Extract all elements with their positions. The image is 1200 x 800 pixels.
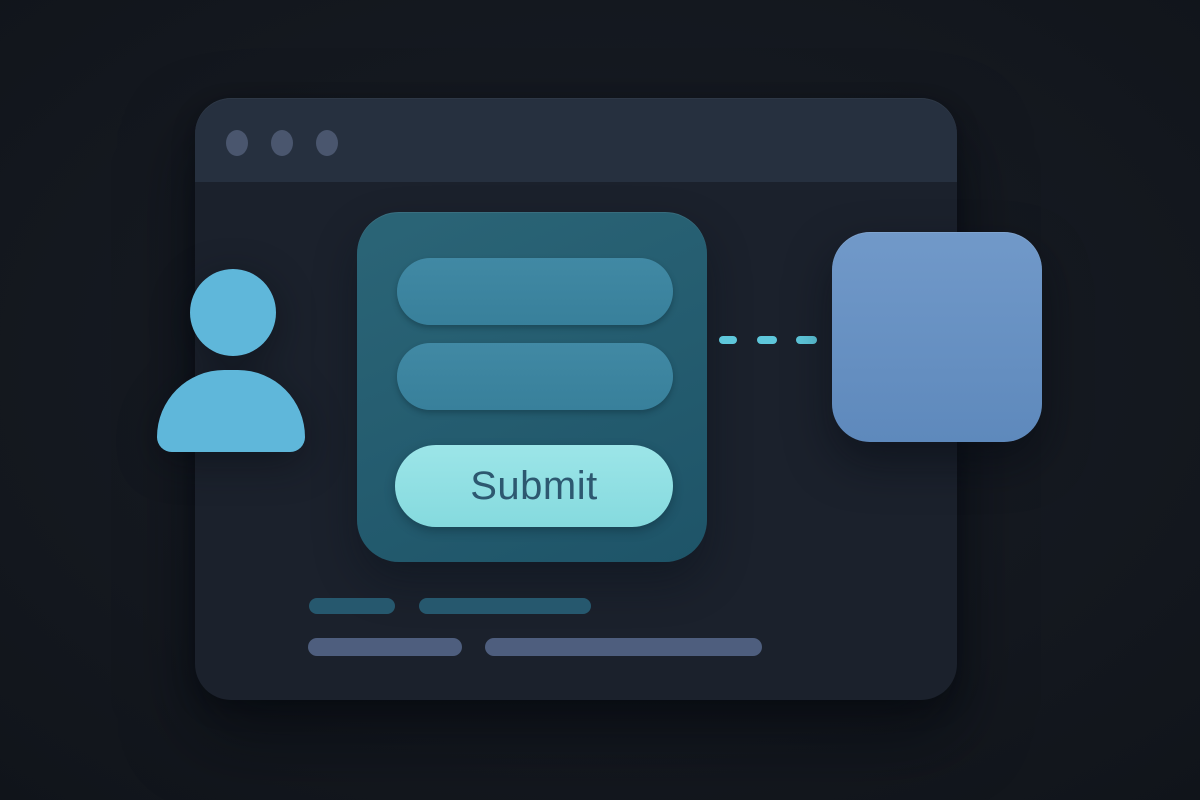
connector-dash [719, 336, 737, 344]
window-titlebar [195, 98, 957, 182]
submit-button[interactable]: Submit [395, 445, 673, 527]
text-placeholder-line [308, 638, 462, 656]
connector-dash [757, 336, 777, 344]
text-placeholder-line [309, 598, 395, 614]
square-card [832, 232, 1042, 442]
form-card: Submit [357, 212, 707, 562]
form-input-2[interactable] [397, 343, 673, 410]
window-control-dot[interactable] [226, 130, 248, 156]
text-placeholder-line [485, 638, 762, 656]
window-control-dot[interactable] [316, 130, 338, 156]
connector-dash [796, 336, 817, 344]
user-icon-head [190, 269, 276, 356]
form-input-1[interactable] [397, 258, 673, 325]
window-control-dot[interactable] [271, 130, 293, 156]
text-placeholder-line [419, 598, 591, 614]
